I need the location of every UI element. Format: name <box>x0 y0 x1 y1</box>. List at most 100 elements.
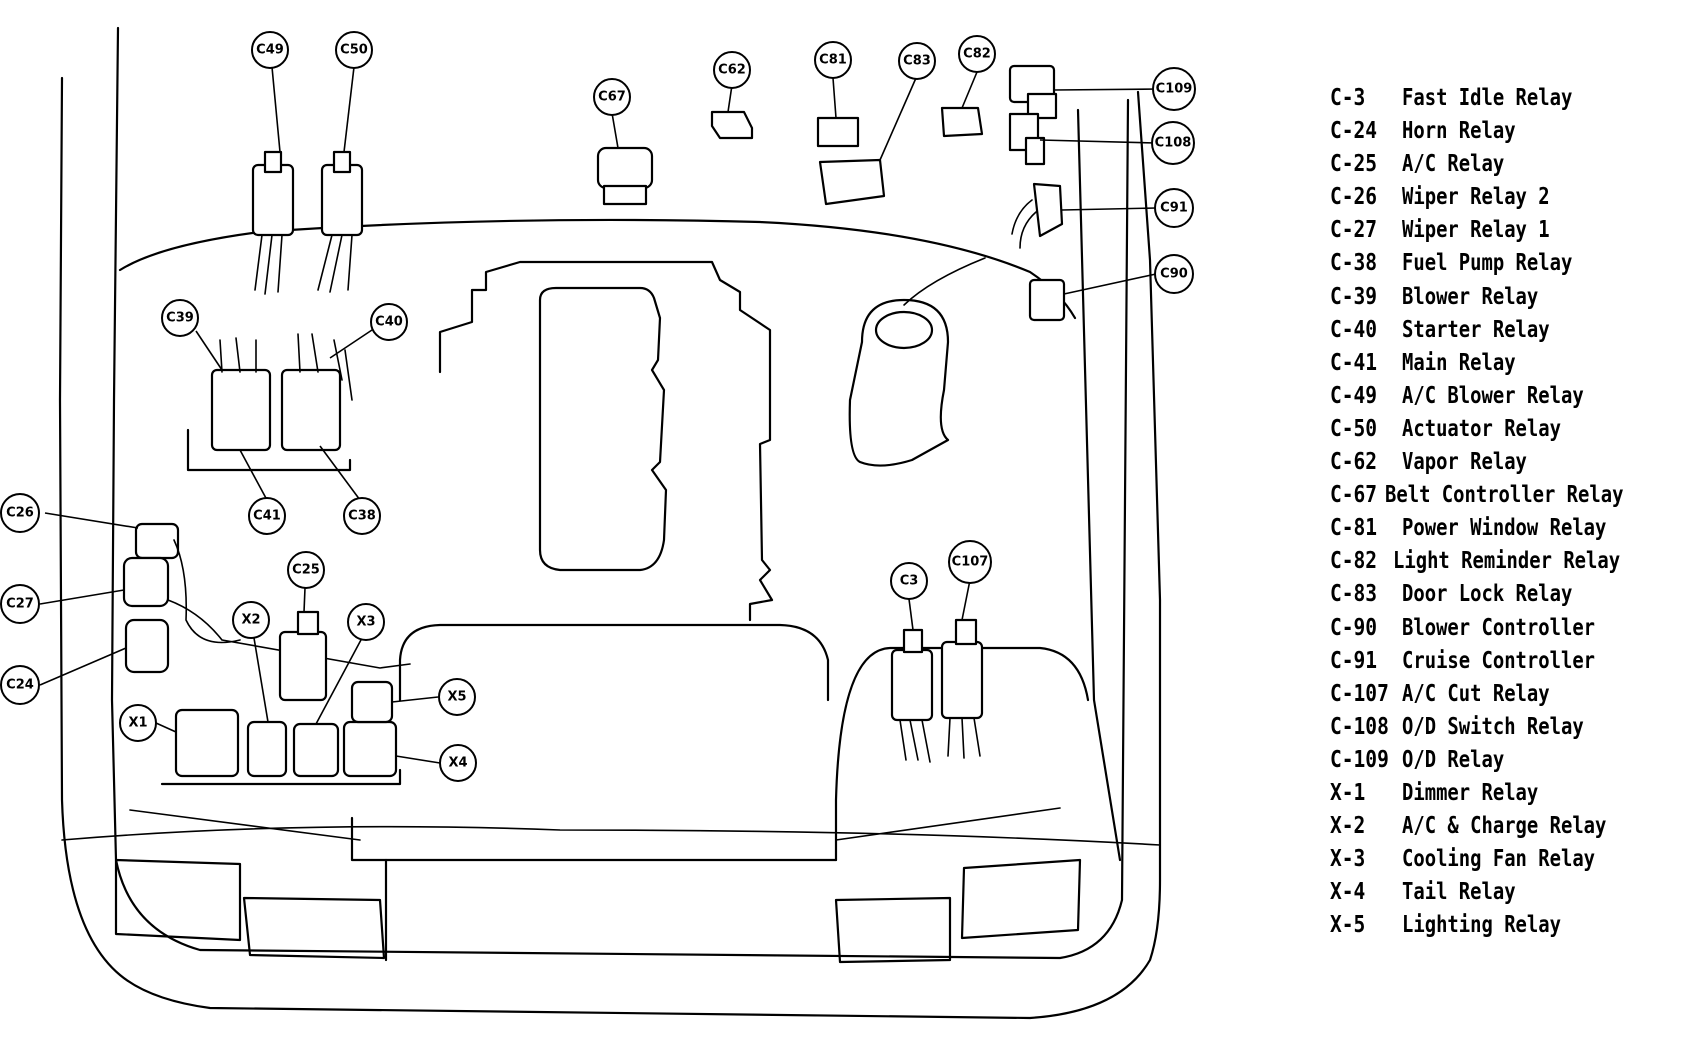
svg-text:C83: C83 <box>903 54 931 69</box>
legend-name: O/D Switch Relay <box>1402 713 1584 740</box>
legend-name: Lighting Relay <box>1402 912 1561 939</box>
legend-code: C-83 <box>1330 581 1378 608</box>
legend-code: C-25 <box>1330 151 1378 178</box>
svg-text:C27: C27 <box>6 597 34 612</box>
legend-name: O/D Relay <box>1402 746 1505 773</box>
callout-c49: C49 <box>251 31 289 69</box>
callout-c109: C109 <box>1152 67 1196 111</box>
legend-code: C-39 <box>1330 283 1378 310</box>
legend-row: C-82 Light Reminder Relay <box>1330 545 1670 578</box>
svg-text:C3: C3 <box>900 574 919 589</box>
legend-name: Horn Relay <box>1402 118 1516 145</box>
legend-name: Actuator Relay <box>1402 415 1561 442</box>
legend-code: C-82 <box>1330 548 1378 575</box>
svg-text:C26: C26 <box>6 506 34 521</box>
legend-row: C-90 Blower Controller <box>1330 612 1670 645</box>
callout-c40: C40 <box>370 303 408 341</box>
legend-row: C-107 A/C Cut Relay <box>1330 678 1670 711</box>
legend-name: Wiper Relay 2 <box>1402 184 1550 211</box>
svg-text:C24: C24 <box>6 678 34 693</box>
legend-code: X-5 <box>1330 912 1366 939</box>
legend-name: Starter Relay <box>1402 316 1550 343</box>
svg-text:C109: C109 <box>1156 82 1193 97</box>
svg-text:C107: C107 <box>952 555 989 570</box>
legend-code: X-2 <box>1330 813 1366 840</box>
legend-row: C-25 A/C Relay <box>1330 148 1670 181</box>
legend-name: A/C Relay <box>1402 151 1505 178</box>
vehicle-body-outline <box>58 26 1162 1020</box>
callout-c81: C81 <box>814 41 852 79</box>
legend-name: A/C Cut Relay <box>1402 680 1550 707</box>
legend-name: Light Reminder Relay <box>1393 548 1621 575</box>
svg-text:C49: C49 <box>256 43 284 58</box>
legend-code: C-107 <box>1330 680 1389 707</box>
svg-text:C41: C41 <box>253 509 281 524</box>
legend-name: Blower Controller <box>1402 614 1596 641</box>
svg-text:X2: X2 <box>241 613 260 628</box>
callout-c39: C39 <box>161 299 199 337</box>
legend-row: C-24 Horn Relay <box>1330 115 1670 148</box>
callout-c3: C3 <box>890 562 928 600</box>
svg-text:C82: C82 <box>963 47 991 62</box>
headlights <box>114 807 1082 964</box>
svg-text:C67: C67 <box>598 90 626 105</box>
legend-code: X-1 <box>1330 779 1366 806</box>
svg-text:C108: C108 <box>1155 136 1192 151</box>
callout-c26: C26 <box>0 493 40 533</box>
callout-c67: C67 <box>593 78 631 116</box>
callout-c24: C24 <box>0 665 40 705</box>
svg-text:C38: C38 <box>348 509 376 524</box>
legend-name: A/C & Charge Relay <box>1402 813 1607 840</box>
callout-c27: C27 <box>0 584 40 624</box>
legend-name: A/C Blower Relay <box>1402 382 1584 409</box>
legend-name: Main Relay <box>1402 349 1516 376</box>
legend-code: C-49 <box>1330 382 1378 409</box>
legend-code: X-3 <box>1330 846 1366 873</box>
legend-name: Cruise Controller <box>1402 647 1596 674</box>
legend-code: C-81 <box>1330 515 1378 542</box>
callout-c82: C82 <box>958 35 996 73</box>
callout-c41: C41 <box>248 497 286 535</box>
legend-code: C-3 <box>1330 85 1366 111</box>
callout-c62: C62 <box>713 51 751 89</box>
callout-c83: C83 <box>898 42 936 80</box>
callout-c107: C107 <box>948 540 992 584</box>
legend-code: C-27 <box>1330 217 1378 244</box>
legend-code: C-24 <box>1330 118 1378 145</box>
svg-text:X1: X1 <box>128 716 147 731</box>
legend-row: X-2 A/C & Charge Relay <box>1330 810 1670 843</box>
svg-text:C40: C40 <box>375 315 403 330</box>
callout-x1: X1 <box>119 704 157 742</box>
relay-components <box>122 64 1066 786</box>
legend-code: C-90 <box>1330 614 1378 641</box>
legend-code: C-38 <box>1330 250 1378 277</box>
callout-c91: C91 <box>1154 188 1194 228</box>
legend-row: X-5 Lighting Relay <box>1330 909 1670 942</box>
legend-code: C-109 <box>1330 746 1389 773</box>
callout-x2: X2 <box>232 601 270 639</box>
callout-c50: C50 <box>335 31 373 69</box>
svg-text:X5: X5 <box>447 690 466 705</box>
svg-text:C25: C25 <box>292 563 320 578</box>
legend-name: Fuel Pump Relay <box>1402 250 1573 277</box>
callout-c38: C38 <box>343 497 381 535</box>
engine-compartment <box>118 218 1090 962</box>
leader-lines <box>39 66 1161 764</box>
svg-text:X4: X4 <box>448 756 467 771</box>
legend-code: C-91 <box>1330 647 1378 674</box>
callout-x5: X5 <box>438 678 476 716</box>
svg-text:C62: C62 <box>718 63 746 78</box>
legend-row: X-1 Dimmer Relay <box>1330 777 1670 810</box>
legend-name: Dimmer Relay <box>1402 779 1539 806</box>
legend-name: Belt Controller Relay <box>1385 482 1624 509</box>
legend-code: C-62 <box>1330 449 1378 476</box>
callout-c108: C108 <box>1151 121 1195 165</box>
callout-x4: X4 <box>439 744 477 782</box>
